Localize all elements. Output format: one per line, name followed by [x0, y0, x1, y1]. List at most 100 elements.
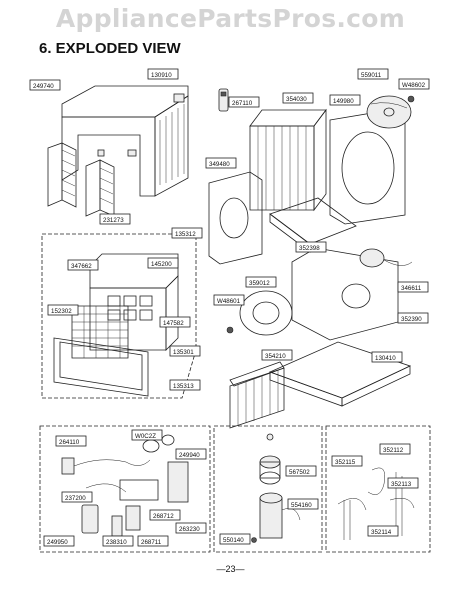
- part-label: 352114: [367, 525, 399, 537]
- part-label: 267110: [228, 96, 260, 108]
- svg-text:352114: 352114: [371, 529, 392, 536]
- part-label: 263230: [175, 522, 207, 534]
- svg-text:135301: 135301: [173, 349, 194, 356]
- part-label: 135313: [169, 379, 201, 391]
- svg-text:145200: 145200: [151, 261, 172, 268]
- part-label: 237200: [61, 491, 93, 503]
- svg-text:559011: 559011: [361, 72, 382, 79]
- svg-text:352113: 352113: [391, 481, 412, 488]
- svg-text:130410: 130410: [375, 355, 396, 362]
- svg-text:135313: 135313: [173, 383, 194, 390]
- svg-text:249740: 249740: [33, 83, 54, 90]
- part-label: 550140: [219, 533, 251, 545]
- svg-text:267110: 267110: [232, 100, 253, 107]
- bracket-part: [97, 149, 105, 157]
- svg-text:238310: 238310: [106, 539, 127, 546]
- svg-text:W48602: W48602: [402, 82, 426, 89]
- part-label: 135312: [171, 227, 203, 239]
- svg-text:268712: 268712: [153, 513, 174, 520]
- nut-part: [407, 95, 415, 103]
- svg-text:231273: 231273: [103, 217, 124, 224]
- svg-text:263230: 263230: [179, 526, 200, 533]
- svg-text:354210: 354210: [265, 353, 286, 360]
- part-label: 130910: [147, 68, 179, 80]
- part-label: 559011: [357, 68, 389, 80]
- part-label: 354030: [282, 92, 314, 104]
- part-label: W48601: [213, 294, 245, 306]
- bracket-part: [127, 149, 137, 157]
- base-pan-part: [268, 341, 412, 407]
- svg-text:130910: 130910: [151, 72, 172, 79]
- part-label: 349480: [205, 157, 237, 169]
- electrical-group: [39, 425, 211, 553]
- part-label: 268711: [137, 535, 169, 547]
- svg-text:346611: 346611: [401, 285, 422, 292]
- section-heading: 6. EXPLODED VIEW: [39, 40, 181, 57]
- svg-text:352398: 352398: [299, 245, 320, 252]
- part-label: 352390: [397, 312, 429, 324]
- svg-text:249950: 249950: [47, 539, 68, 546]
- svg-text:550140: 550140: [223, 537, 244, 544]
- svg-text:149980: 149980: [333, 98, 354, 105]
- part-label: 352398: [295, 241, 327, 253]
- tubing-group: [325, 425, 431, 553]
- svg-text:264110: 264110: [59, 439, 80, 446]
- watermark-text: AppliancePartsPros.com: [55, 4, 406, 33]
- svg-text:354030: 354030: [286, 96, 307, 103]
- part-label: 268712: [149, 509, 181, 521]
- svg-text:352115: 352115: [335, 459, 356, 466]
- cabinet-part: [61, 85, 189, 197]
- part-label: 135301: [169, 345, 201, 357]
- part-label: 352113: [387, 477, 419, 489]
- part-label: 352115: [331, 455, 363, 467]
- front-panel-part: [53, 337, 149, 397]
- svg-text:152302: 152302: [51, 308, 72, 315]
- part-label: 249940: [175, 448, 207, 460]
- evaporator-part: [229, 361, 285, 429]
- part-label: 145200: [147, 257, 179, 269]
- part-label: 359012: [245, 276, 277, 288]
- nut-part: [226, 326, 234, 334]
- part-label: 147582: [159, 316, 191, 328]
- electrical-parts: [61, 434, 189, 537]
- part-label: 354210: [261, 349, 293, 361]
- front-grille-group: [41, 233, 197, 399]
- svg-text:352390: 352390: [401, 316, 422, 323]
- svg-text:347662: 347662: [71, 263, 92, 270]
- front-grille-part: [89, 253, 179, 351]
- part-label: 249740: [29, 79, 61, 91]
- part-label: 554160: [287, 498, 319, 510]
- svg-text:567502: 567502: [289, 469, 310, 476]
- svg-text:359012: 359012: [249, 280, 270, 287]
- propeller-fan-part: [366, 95, 412, 129]
- page-number: —23—: [216, 564, 245, 574]
- part-label: 567502: [285, 465, 317, 477]
- part-label: 249950: [43, 535, 75, 547]
- part-label: W0C2Z: [131, 429, 163, 441]
- side-curtain-right: [85, 159, 115, 217]
- svg-text:249940: 249940: [179, 452, 200, 459]
- compressor-group: [213, 425, 323, 553]
- condenser-coil-part: [249, 108, 327, 212]
- air-guide-part: [208, 171, 263, 265]
- svg-text:237200: 237200: [65, 495, 86, 502]
- svg-text:554160: 554160: [291, 502, 312, 509]
- svg-text:135312: 135312: [175, 231, 196, 238]
- part-label: 152302: [47, 304, 79, 316]
- part-label: 264110: [55, 435, 87, 447]
- remote-control-part: [218, 88, 229, 112]
- svg-text:349480: 349480: [209, 161, 230, 168]
- side-curtain-left: [47, 142, 77, 208]
- orifice-part: [239, 290, 293, 336]
- part-label: W48602: [398, 78, 430, 90]
- part-label: 130410: [371, 351, 403, 363]
- part-label: 352112: [379, 443, 411, 455]
- svg-text:W48601: W48601: [217, 298, 241, 305]
- part-label: 238310: [102, 535, 134, 547]
- compressor-part: [251, 433, 301, 543]
- part-label: 347662: [67, 259, 99, 271]
- svg-text:268711: 268711: [141, 539, 162, 546]
- svg-text:W0C2Z: W0C2Z: [135, 433, 156, 440]
- svg-text:147582: 147582: [163, 320, 184, 327]
